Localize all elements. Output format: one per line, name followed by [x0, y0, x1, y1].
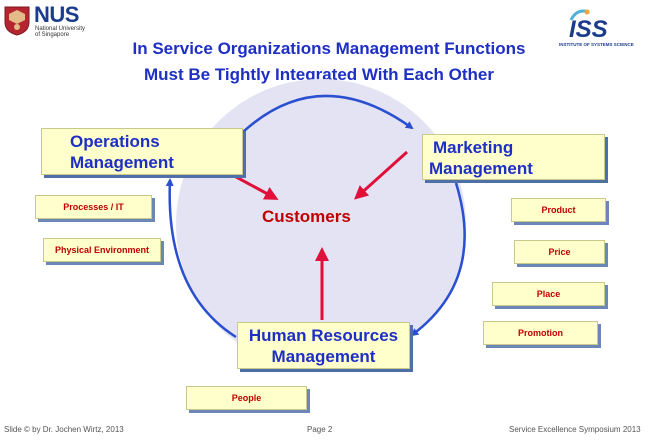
price-box: Price [514, 240, 605, 264]
nus-subtitle-line1: National University [35, 26, 86, 32]
nus-subtitle-line2: of Singapore [35, 32, 70, 38]
iss-wordmark: ISS [569, 16, 608, 43]
hr-management-box: Human Resources Management [237, 322, 410, 369]
product-box: Product [511, 198, 606, 222]
hr-box-line1: Human Resources [248, 326, 399, 345]
operations-box-line2: Management [70, 153, 174, 172]
arc-hr-to-ops [165, 178, 237, 339]
processes-it-box: Processes / IT [35, 195, 152, 219]
slide-title-line2: Must Be Tightly Integrated With Each Oth… [144, 65, 494, 84]
place-box: Place [492, 282, 605, 306]
arc-mkt-to-hr [410, 182, 466, 337]
operations-box-line1: Operations [70, 132, 160, 151]
people-box: People [186, 386, 307, 410]
nus-logo: NUS National University of Singapore [4, 4, 114, 38]
iss-subtitle: INSTITUTE OF SYSTEMS SCIENCE [559, 42, 634, 47]
arc-ops-to-mkt [242, 94, 414, 133]
nus-wordmark: NUS [34, 2, 79, 27]
marketing-box-line1: Marketing [433, 138, 514, 157]
footer-page-number: Page 2 [307, 425, 333, 434]
nus-crest-icon [4, 6, 30, 36]
iss-logo: ISS INSTITUTE OF SYSTEMS SCIENCE [555, 6, 635, 52]
iss-swoosh-icon [569, 9, 590, 21]
integration-circle [176, 79, 466, 369]
footer-event: Service Excellence Symposium 2013 [509, 425, 641, 434]
marketing-management-box: Marketing Management [422, 134, 605, 180]
promotion-box: Promotion [483, 321, 598, 345]
physical-environment-box: Physical Environment [43, 238, 161, 262]
marketing-box-line2: Management [429, 159, 533, 178]
operations-management-box: Operations Management [41, 128, 243, 175]
slide-title-line1: In Service Organizations Management Func… [132, 39, 526, 58]
arrow-mkt-to-customers [354, 150, 409, 200]
footer-credit: Slide © by Dr. Jochen Wirtz, 2013 [4, 425, 124, 434]
customers-label: Customers [262, 207, 351, 226]
hr-box-line2: Management [271, 347, 376, 366]
